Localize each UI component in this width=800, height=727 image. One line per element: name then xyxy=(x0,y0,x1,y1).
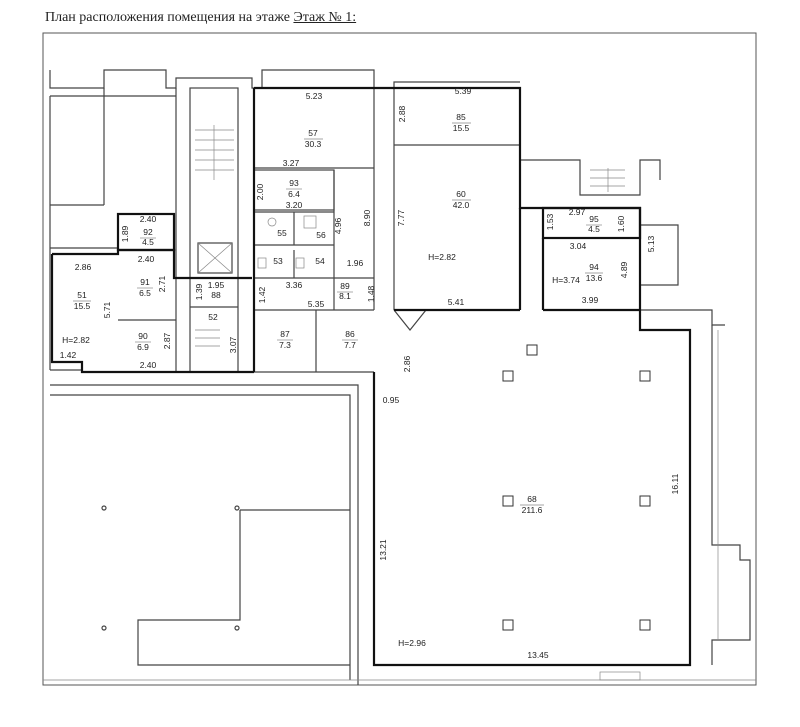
room-89-number: 89 xyxy=(340,281,350,291)
room-88-number: 88 xyxy=(211,290,221,300)
dim-1-89: 1.89 xyxy=(120,225,130,242)
dim-3-36: 3.36 xyxy=(286,280,303,290)
room-92-area: 4.5 xyxy=(142,237,154,247)
room-95-number: 95 xyxy=(589,214,599,224)
dim-2-88: 2.88 xyxy=(397,105,407,122)
dim-2-97: 2.97 xyxy=(569,207,586,217)
room-85-area: 15.5 xyxy=(453,123,470,133)
room-52-number: 52 xyxy=(208,312,218,322)
room-90-number: 90 xyxy=(138,331,148,341)
dim-1-42-left: 1.42 xyxy=(60,350,77,360)
dim-2-40-bottom: 2.40 xyxy=(140,360,157,370)
room-60-area: 42.0 xyxy=(453,200,470,210)
dim-0-95: 0.95 xyxy=(383,395,400,405)
hall-columns xyxy=(101,344,651,631)
dim-5-41: 5.41 xyxy=(448,297,465,307)
room-92-number: 92 xyxy=(143,227,153,237)
room-93-area: 6.4 xyxy=(288,189,300,199)
dim-4-89: 4.89 xyxy=(619,261,629,278)
dim-2-00: 2.00 xyxy=(255,183,265,200)
caption-floor: Этаж № 1: xyxy=(293,10,357,25)
room-55-number: 55 xyxy=(277,228,287,238)
dim-2-71: 2.71 xyxy=(157,275,167,292)
dim-16-11: 16.11 xyxy=(670,473,680,494)
height-room-51: H=2.82 xyxy=(62,335,90,345)
dim-2-86-lower: 2.86 xyxy=(402,355,412,372)
dim-1-60: 1.60 xyxy=(616,215,626,232)
room-partitions xyxy=(118,144,640,372)
room-91-area: 6.5 xyxy=(139,288,151,298)
room-93-number: 93 xyxy=(289,178,299,188)
room-90-area: 6.9 xyxy=(137,342,149,352)
sheet-frame xyxy=(42,32,757,686)
dim-2-40-mid: 2.40 xyxy=(138,254,155,264)
room-88-dimension: 1.95 xyxy=(208,280,225,290)
dim-3-07: 3.07 xyxy=(228,336,238,353)
dim-13-45: 13.45 xyxy=(527,650,549,660)
room-51-area: 15.5 xyxy=(74,301,91,311)
room-68-number: 68 xyxy=(527,494,537,504)
room-89-area: 8.1 xyxy=(339,291,351,301)
dimension-labels: 5.23 5.39 2.88 3.27 2.00 3.20 4.96 8.90 … xyxy=(60,86,680,660)
dim-1-39: 1.39 xyxy=(194,283,204,300)
dim-3-20: 3.20 xyxy=(286,200,303,210)
room-60-number: 60 xyxy=(456,189,466,199)
room-54-number: 54 xyxy=(315,256,325,266)
room-53-number: 53 xyxy=(273,256,283,266)
room-57-number: 57 xyxy=(308,128,318,138)
room-68-area: 211.6 xyxy=(522,505,543,515)
dim-13-21: 13.21 xyxy=(378,539,388,561)
dim-5-35: 5.35 xyxy=(308,299,325,309)
dim-5-39: 5.39 xyxy=(455,86,472,96)
dim-1-48: 1.48 xyxy=(366,285,376,302)
dim-2-87: 2.87 xyxy=(162,332,172,349)
dim-5-23: 5.23 xyxy=(306,91,323,101)
leased-area-outlines xyxy=(50,86,692,667)
dim-3-04: 3.04 xyxy=(570,241,587,251)
room-85-number: 85 xyxy=(456,112,466,122)
room-56-number: 56 xyxy=(316,230,326,240)
dim-1-96: 1.96 xyxy=(347,258,364,268)
height-labels: H=2.82 H=2.82 H=3.74 H=2.96 xyxy=(62,252,580,648)
room-95-area: 4.5 xyxy=(588,224,600,234)
dim-1-42-right: 1.42 xyxy=(257,286,267,303)
dim-2-86: 2.86 xyxy=(75,262,92,272)
room-94-area: 13.6 xyxy=(586,273,603,283)
room-57-area: 30.3 xyxy=(305,139,322,149)
height-room-60: H=2.82 xyxy=(428,252,456,262)
dim-3-27: 3.27 xyxy=(283,158,300,168)
dim-5-13: 5.13 xyxy=(646,235,656,252)
room-86-number: 86 xyxy=(345,329,355,339)
room-labels: 57 30.3 85 15.5 93 6.4 60 42.0 95 4.5 94… xyxy=(73,112,603,515)
dim-1-53: 1.53 xyxy=(545,213,555,230)
room-86-area: 7.7 xyxy=(344,340,356,350)
dim-7-77: 7.77 xyxy=(396,209,406,226)
room-87-number: 87 xyxy=(280,329,290,339)
height-room-68: H=2.96 xyxy=(398,638,426,648)
room-87-area: 7.3 xyxy=(279,340,291,350)
dim-2-40-top: 2.40 xyxy=(140,214,157,224)
dim-5-71: 5.71 xyxy=(102,301,112,318)
room-94-number: 94 xyxy=(589,262,599,272)
dim-8-90: 8.90 xyxy=(362,209,372,226)
height-room-94: H=3.74 xyxy=(552,275,580,285)
plan-caption: План расположения помещения на этаже Эта… xyxy=(45,10,356,26)
room-51-number: 51 xyxy=(77,290,87,300)
room-91-number: 91 xyxy=(140,277,150,287)
dim-4-96: 4.96 xyxy=(333,217,343,234)
caption-prefix: План расположения помещения на этаже xyxy=(45,10,290,25)
dim-3-99: 3.99 xyxy=(582,295,599,305)
